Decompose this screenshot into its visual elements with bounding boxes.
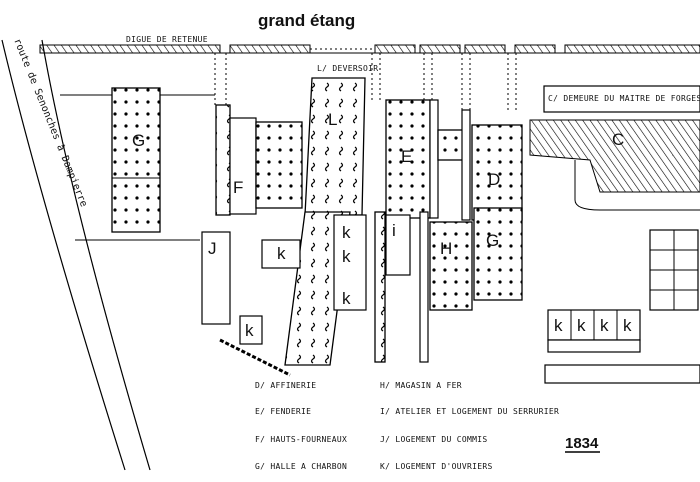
label-k: k	[577, 316, 586, 335]
label-k: k	[342, 289, 351, 308]
legend-item: J/ LOGEMENT DU COMMIS	[380, 435, 487, 444]
label-i: i	[392, 221, 396, 240]
label-k: k	[342, 223, 351, 242]
workers-houses-row	[547, 309, 641, 353]
label-g: G	[486, 231, 499, 250]
spillway-label: L/ DEVERSOIR	[317, 64, 378, 73]
label-g: G	[132, 131, 145, 150]
legend-item: I/ ATELIER ET LOGEMENT DU SERRURIER	[380, 407, 559, 416]
building-f-blast-furnaces	[229, 117, 257, 215]
building-g-coal-hall-2	[473, 207, 523, 301]
building-k-workers	[239, 315, 263, 345]
legend-item: G/ HALLE A CHARBON	[255, 462, 347, 471]
spillway-l-upper	[304, 77, 366, 216]
legend-item: H/ MAGASIN A FER	[380, 381, 462, 390]
label-f: F	[233, 178, 243, 197]
building-h-iron-store	[429, 221, 473, 311]
legend: D/ AFFINERIE E/ FENDERIE F/ HAUTS-FOURNE…	[255, 381, 559, 471]
road	[1, 39, 215, 471]
label-j: J	[208, 239, 217, 258]
label-c: C	[612, 130, 624, 149]
building-d-finery	[471, 124, 523, 221]
label-h: H	[440, 239, 452, 258]
dam-label: DIGUE DE RETENUE	[126, 35, 208, 44]
label-k: k	[342, 247, 351, 266]
label-k: k	[623, 316, 632, 335]
legend-item: F/ HAUTS-FOURNEAUX	[255, 435, 347, 444]
right-grid-buildings	[649, 229, 699, 311]
legend-item: K/ LOGEMENT D'OUVRIERS	[380, 462, 493, 471]
label-k: k	[245, 321, 254, 340]
label-k: k	[554, 316, 563, 335]
label-e: E	[401, 147, 412, 166]
building-j-clerk-house	[201, 231, 231, 325]
building-f-annex	[255, 121, 303, 209]
strip-building	[544, 364, 700, 384]
label-l: L	[328, 110, 337, 129]
water-channels	[214, 53, 517, 110]
building-e-slitting-mill	[385, 99, 431, 219]
building-g-coal-hall	[111, 87, 161, 233]
building-k-workers	[261, 239, 301, 269]
label-k: k	[600, 316, 609, 335]
building-c-forge-master-house	[529, 119, 700, 193]
c-label: C/ DEMEURE DU MAITRE DE FORGES	[548, 94, 700, 103]
retaining-dam	[39, 44, 700, 54]
legend-item: D/ AFFINERIE	[255, 381, 316, 390]
channel-f	[215, 104, 231, 216]
pond-title: grand étang	[258, 11, 355, 30]
label-d: D	[488, 170, 500, 189]
year-label: 1834	[565, 435, 599, 452]
legend-c-box	[543, 85, 700, 113]
building-i-locksmith	[385, 214, 411, 276]
building-k-workers-block	[333, 214, 367, 311]
legend-item: E/ FENDERIE	[255, 407, 311, 416]
label-k: k	[277, 244, 286, 263]
